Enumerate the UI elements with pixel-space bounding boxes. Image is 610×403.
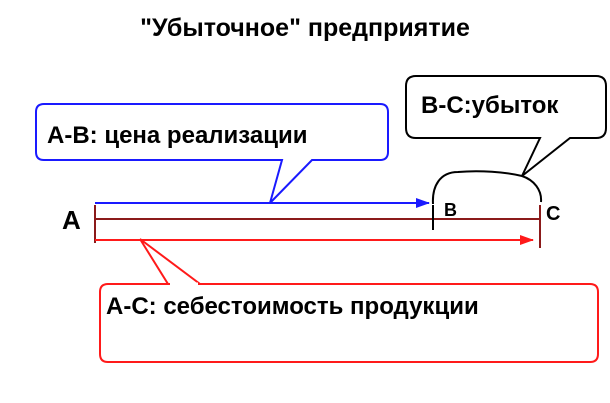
callout-ab-text: A-B: цена реализации — [47, 122, 308, 149]
callout-bc-text: B-C:убыток — [421, 92, 559, 119]
callout-bc: B-C:убыток — [405, 75, 607, 177]
loss-hump-curve — [431, 170, 543, 205]
callout-ab-box — [35, 103, 389, 204]
point-b-label: B — [444, 200, 457, 220]
callout-ac-box — [99, 238, 599, 363]
callout-ac: A-C: себестоимость продукции — [99, 238, 599, 363]
diagram-title: "Убыточное" предприятие — [140, 14, 470, 42]
callout-ac-text: A-C: себестоимость продукции — [106, 293, 479, 320]
point-a-label: A — [62, 205, 81, 235]
callout-ab: A-B: цена реализации — [35, 103, 389, 204]
segment-ac — [94, 205, 541, 248]
callout-bc-box — [405, 75, 607, 177]
point-c-label: C — [546, 203, 560, 225]
